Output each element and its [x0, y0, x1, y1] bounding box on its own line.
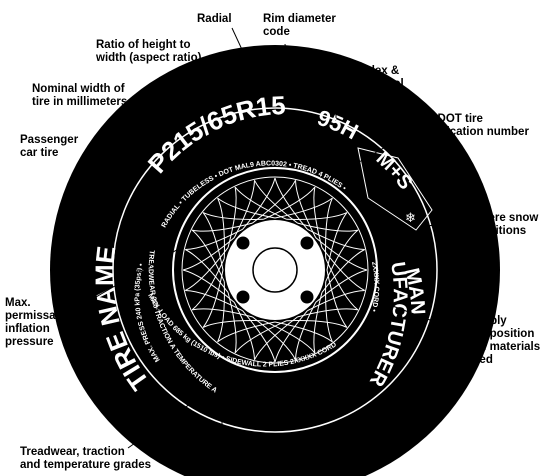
label-radial: Radial — [197, 13, 232, 25]
lug-hole-1 — [237, 237, 250, 250]
label-dot-id: U.S. DOT tire identification number — [412, 113, 529, 138]
snowflake-icon: ❄ — [405, 211, 416, 226]
lug-hole-2 — [301, 237, 314, 250]
label-treadwear: Treadwear, traction and temperature grad… — [20, 446, 151, 471]
label-rim-diameter: Rim diameter code — [263, 13, 339, 38]
label-passenger: Passenger car tire — [20, 134, 81, 159]
label-nominal-width: Nominal width of tire in millimeters — [32, 83, 128, 108]
label-max-load: Max. load rating — [226, 462, 314, 474]
label-severe-snow: Severe snow conditions — [468, 212, 542, 237]
hub-center-bore — [253, 248, 297, 292]
label-ply: Tire ply composition and materials used — [466, 315, 543, 366]
lug-hole-4 — [301, 291, 314, 304]
lug-hole-3 — [237, 291, 250, 304]
label-aspect-ratio: Ratio of height to width (aspect ratio) — [95, 39, 202, 64]
label-load-index: Load index & speed symbol — [327, 65, 404, 90]
